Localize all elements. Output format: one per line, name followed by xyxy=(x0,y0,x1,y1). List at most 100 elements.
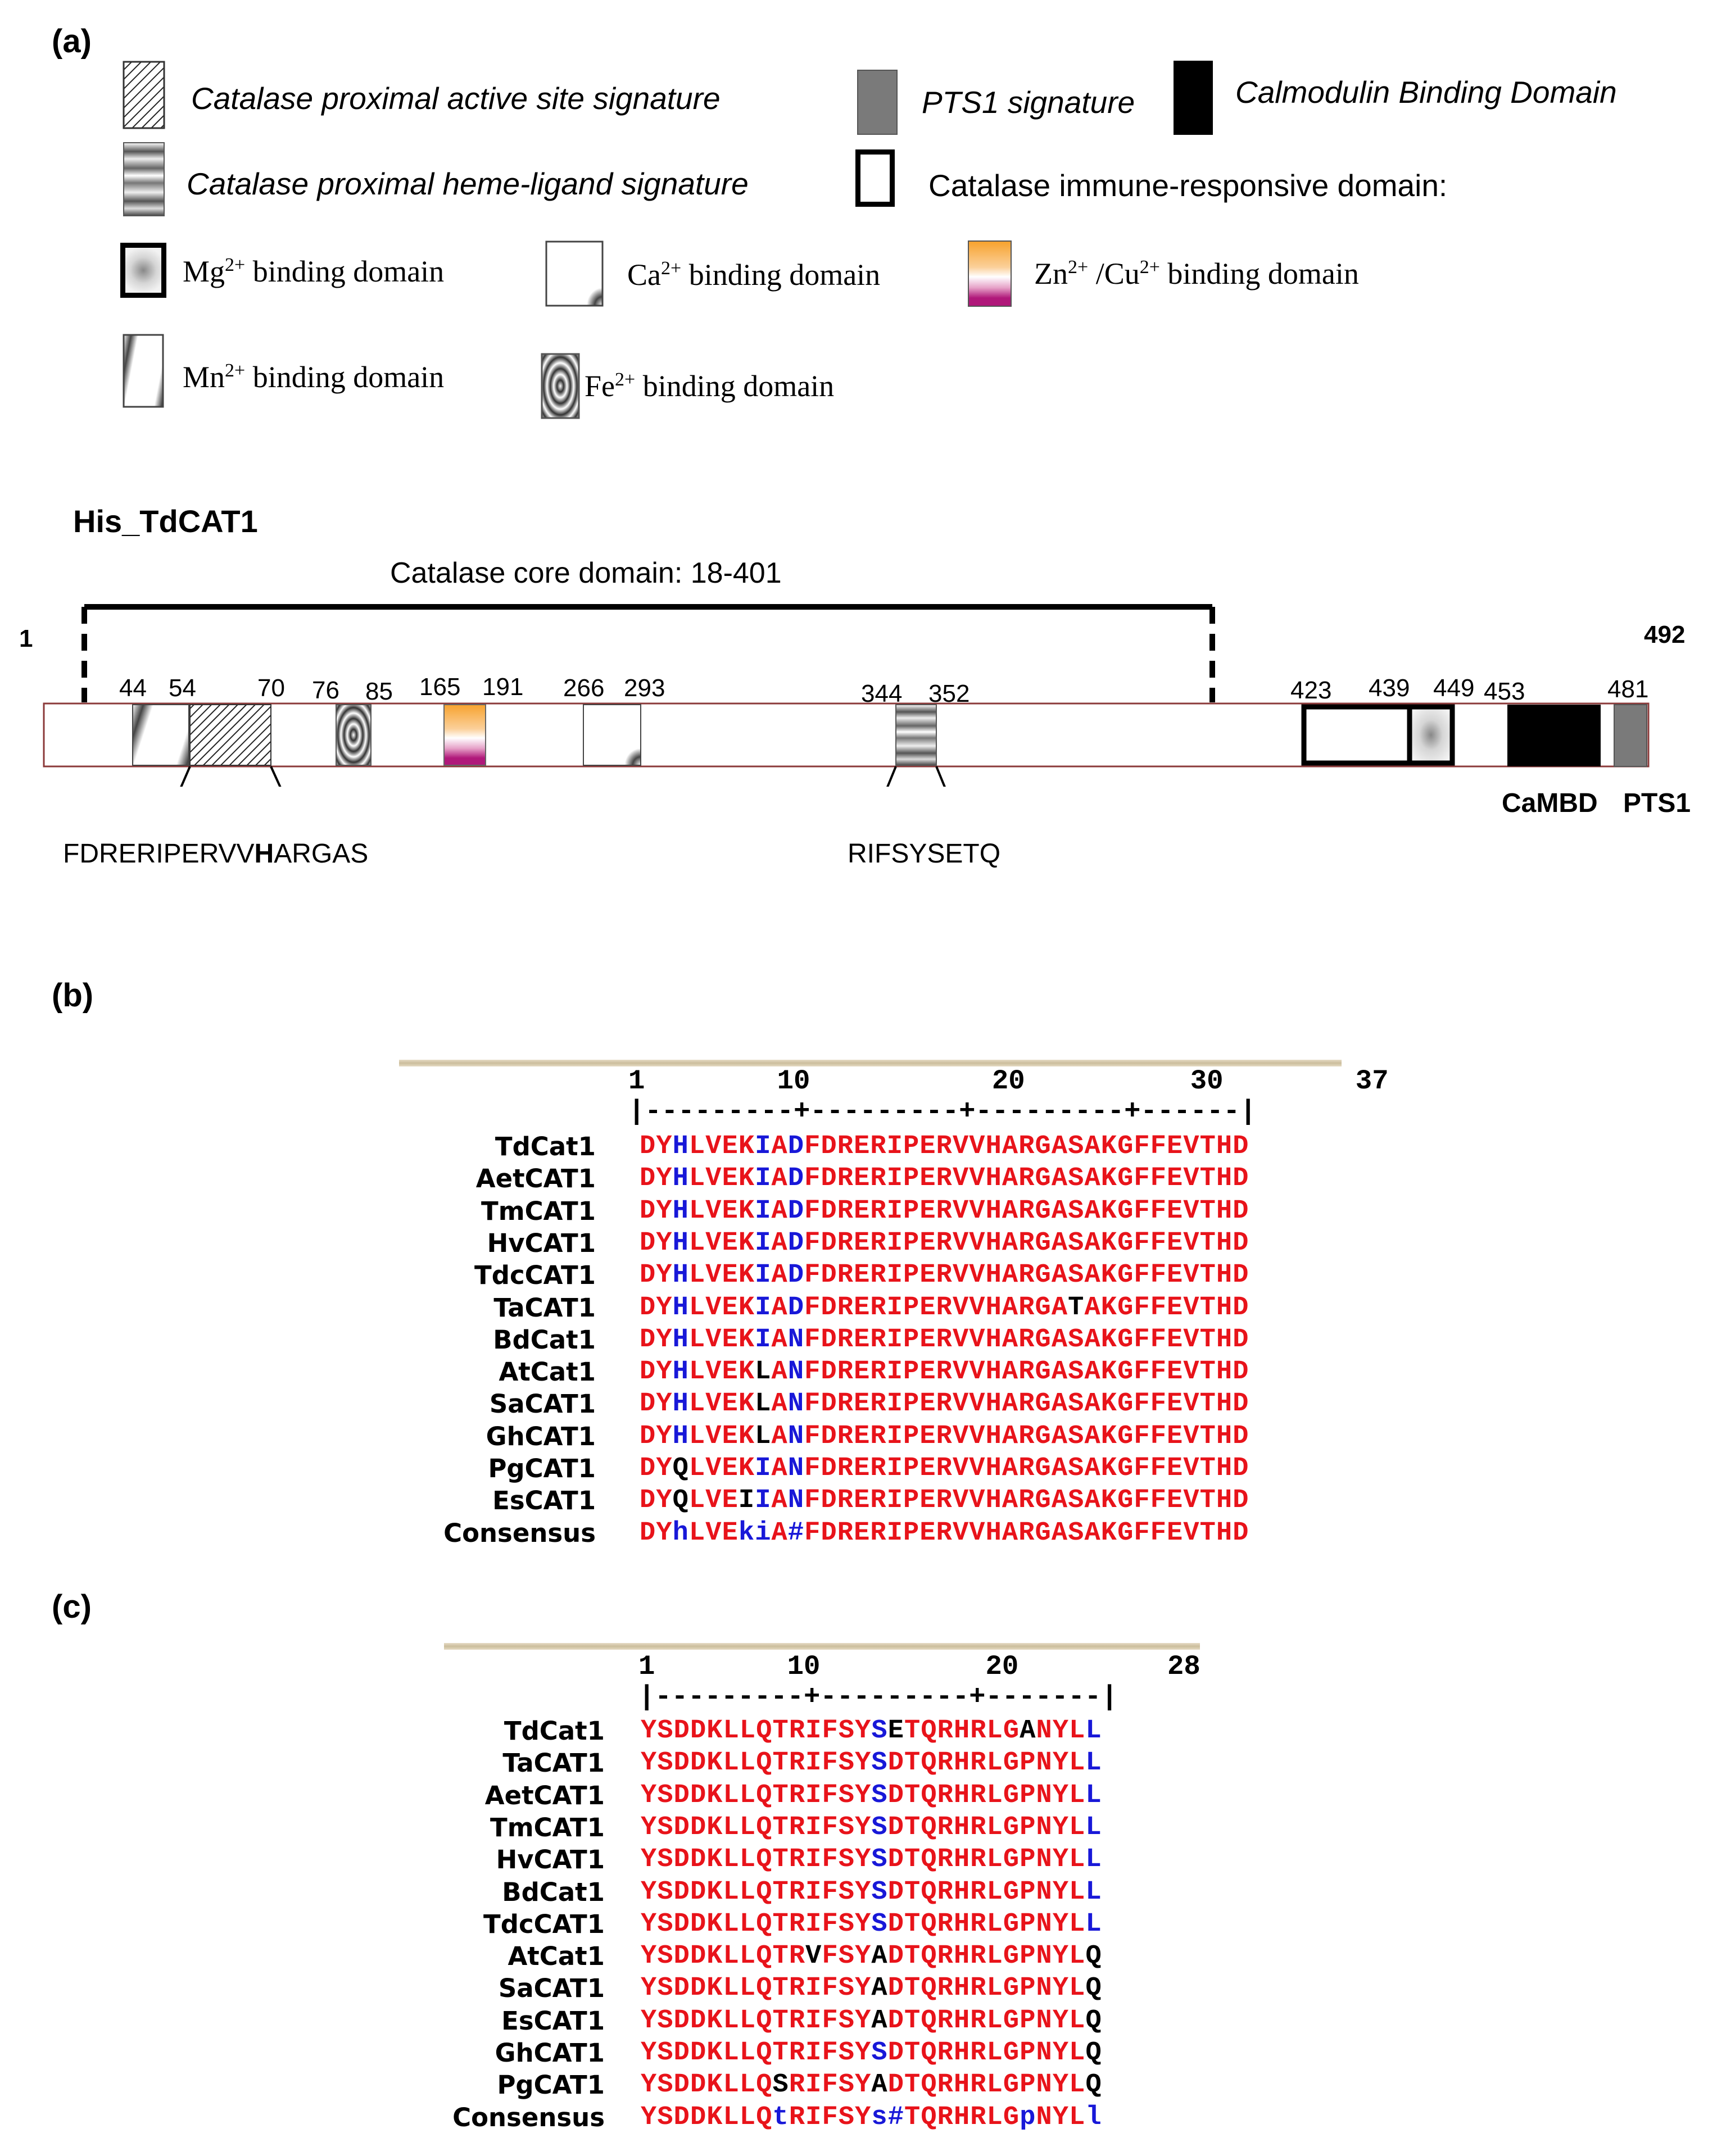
alignment-row-name: TdCat1 xyxy=(504,1716,605,1746)
legend-mg: Mg2+ binding domain xyxy=(183,255,445,288)
panel-a-label: (a) xyxy=(52,23,92,60)
legend-immune: Catalase immune-responsive domain: xyxy=(928,168,1448,203)
legend-pts1: PTS1 signature xyxy=(922,85,1135,120)
alignment-row-sequence: YSDDKLLQSRIFSYADTQRHRLGPNYLQ xyxy=(641,2070,1102,2100)
alignment-row-name: GhCAT1 xyxy=(495,2038,605,2068)
alignment-c-topbar xyxy=(444,1643,1200,1650)
core-domain-bracket xyxy=(81,604,1215,702)
alignment-row-sequence: DYHLVEKIADFDRERIPERVVHARGASAKGFFEVTHD xyxy=(640,1228,1249,1258)
mg-legend-icon xyxy=(120,243,166,298)
panel-b-label: (b) xyxy=(52,977,94,1014)
alignment-b-topbar xyxy=(399,1060,1342,1066)
alignment-row-sequence: DYHLVEKIADFDRERIPERVVHARGASAKGFFEVTHD xyxy=(640,1164,1249,1194)
alignment-row-name: TdcCAT1 xyxy=(474,1260,596,1291)
pos-266: 266 xyxy=(563,674,605,702)
pos-453: 453 xyxy=(1484,678,1525,705)
alignment-row-sequence: YSDDKLLQTRIFSYADTQRHRLGPNYLQ xyxy=(641,2005,1102,2036)
alignment-row-sequence: DYhLVEkiA#FDRERIPERVVHARGASAKGFFEVTHD xyxy=(640,1518,1249,1548)
alignment-row-sequence: DYHLVEKLANFDRERIPERVVHARGASAKGFFEVTHD xyxy=(640,1421,1249,1451)
alignment-row-name: HvCAT1 xyxy=(496,1845,605,1875)
alignment-row-sequence: YSDDKLLQTRIFSYSDTQRHRLGPNYLL xyxy=(641,1845,1102,1875)
alignment-row-name: AtCat1 xyxy=(499,1357,596,1387)
hatched-icon xyxy=(123,61,165,129)
immune-legend-icon xyxy=(855,149,895,207)
alignment-row-sequence: YSDDKLLQTRIFSYADTQRHRLGPNYLQ xyxy=(641,1973,1102,2004)
alignment-row-sequence: YSDDKLLQTRIFSYSETQRHRLGANYLL xyxy=(641,1716,1102,1746)
alignment-row-name: BdCat1 xyxy=(493,1324,596,1355)
alignment-row-name: TmCAT1 xyxy=(490,1812,605,1842)
alignment-row-name: Consensus xyxy=(443,1518,596,1548)
alignment-row-name: EsCAT1 xyxy=(492,1486,596,1516)
pos-191: 191 xyxy=(482,673,524,701)
heme-ligand-icon xyxy=(123,142,165,216)
alignment-row-name: AtCat1 xyxy=(508,1941,605,1972)
alignment-row-name: PgCAT1 xyxy=(497,2070,605,2100)
pos-481: 481 xyxy=(1607,675,1649,703)
legend-fe: Fe2+ binding domain xyxy=(585,369,835,403)
protein-title: His_TdCAT1 xyxy=(73,503,258,539)
alignment-row-sequence: YSDDKLLQTRIFSYSDTQRHRLGPNYLL xyxy=(641,1877,1102,1907)
ca-legend-icon xyxy=(545,240,604,307)
alignment-row-name: TaCAT1 xyxy=(502,1748,605,1778)
alignment-row-sequence: DYQLVEIIANFDRERIPERVVHARGASAKGFFEVTHD xyxy=(640,1486,1249,1516)
calmodulin-legend-icon xyxy=(1174,61,1213,135)
alignment-row-name: BdCat1 xyxy=(502,1877,605,1907)
pos-293: 293 xyxy=(624,674,665,702)
pos-85: 85 xyxy=(365,678,393,705)
alignment-row-name: HvCAT1 xyxy=(487,1228,596,1258)
alignment-row-name: AetCAT1 xyxy=(475,1164,596,1194)
legend-heme-ligand: Catalase proximal heme-ligand signature xyxy=(187,166,749,201)
alignment-c-ruler-numbers: 1 10 20 28 xyxy=(638,1651,1200,1682)
alignment-c: TdCat1 YSDDKLLQTRIFSYSETQRHRLGANYLL TaCAT1… xyxy=(414,1715,1200,2142)
alignment-row-name: PgCAT1 xyxy=(488,1454,596,1483)
alignment-row-sequence: DYHLVEKIADFDRERIPERVVHARGASAKGFFEVTHD xyxy=(640,1132,1249,1161)
motif-heme-ligand: RIFSYSETQ xyxy=(848,839,1001,869)
alignment-b-ruler-line: |---------+---------+---------+------| xyxy=(628,1096,1257,1127)
start-position: 1 xyxy=(19,625,33,652)
alignment-row-sequence: YSDDKLLQTRIFSYSDTQRHRLGPNYLL xyxy=(641,1812,1102,1842)
alignment-row-sequence: DYHLVEKLANFDRERIPERVVHARGASAKGFFEVTHD xyxy=(640,1389,1249,1419)
alignment-row-name: TdcCAT1 xyxy=(483,1909,605,1939)
alignment-row-sequence: DYHLVEKIADFDRERIPERVVHARGASAKGFFEVTHD xyxy=(640,1260,1249,1291)
pos-423: 423 xyxy=(1290,677,1332,704)
core-domain-label: Catalase core domain: 18-401 xyxy=(390,557,782,589)
alignment-row-sequence: DYQLVEKIANFDRERIPERVVHARGASAKGFFEVTHD xyxy=(640,1454,1249,1483)
alignment-row-name: GhCAT1 xyxy=(486,1421,596,1451)
alignment-row-sequence: DYHLVEKLANFDRERIPERVVHARGASAKGFFEVTHD xyxy=(640,1357,1249,1387)
alignment-row-name: SaCAT1 xyxy=(498,1973,605,2004)
legend-zn-cu: Zn2+ /Cu2+ binding domain xyxy=(1034,257,1359,291)
alignment-row-sequence: YSDDKLLQtRIFSYs#TQRHRLGpNYLl xyxy=(641,2102,1102,2132)
alignment-b-ruler-numbers: 1 10 20 30 37 xyxy=(628,1065,1389,1097)
alignment-row-name: EsCAT1 xyxy=(501,2005,605,2036)
legend-calmodulin: Calmodulin Binding Domain xyxy=(1235,75,1617,110)
alignment-row-name: AetCAT1 xyxy=(484,1780,605,1810)
fe-legend-icon xyxy=(541,353,580,419)
alignment-row-sequence: DYHLVEKIANFDRERIPERVVHARGASAKGFFEVTHD xyxy=(640,1324,1249,1355)
legend-proximal-active: Catalase proximal active site signature xyxy=(191,81,721,116)
pos-54: 54 xyxy=(169,674,196,702)
pos-449: 449 xyxy=(1433,674,1475,702)
cambd-label: CaMBD xyxy=(1502,788,1598,818)
pos-70: 70 xyxy=(257,674,285,702)
alignment-c-ruler-line: |---------+---------+-------| xyxy=(638,1681,1118,1713)
pos-165: 165 xyxy=(419,673,461,701)
alignment-row-name: Consensus xyxy=(452,2102,605,2132)
alignment-row-sequence: YSDDKLLQTRIFSYSDTQRHRLGPNYLQ xyxy=(641,2038,1102,2068)
alignment-row-name: TmCAT1 xyxy=(481,1196,596,1226)
legend-ca: Ca2+ binding domain xyxy=(627,258,881,292)
motif-active-site: FDRERIPERVVHARGAS xyxy=(63,839,369,869)
end-position: 492 xyxy=(1644,621,1686,648)
pts1-label: PTS1 xyxy=(1623,788,1691,818)
alignment-row-sequence: YSDDKLLQTRIFSYSDTQRHRLGPNYLL xyxy=(641,1748,1102,1778)
mn-legend-icon xyxy=(123,334,164,408)
pts1-legend-icon xyxy=(857,70,898,135)
alignment-row-sequence: YSDDKLLQTRIFSYSDTQRHRLGPNYLL xyxy=(641,1780,1102,1810)
pos-44: 44 xyxy=(119,674,147,702)
alignment-row-sequence: YSDDKLLQTRVFSYADTQRHRLGPNYLQ xyxy=(641,1941,1102,1972)
alignment-row-sequence: DYHLVEKIADFDRERIPERVVHARGASAKGFFEVTHD xyxy=(640,1196,1249,1226)
legend-mn: Mn2+ binding domain xyxy=(183,360,445,394)
alignment-row-sequence: YSDDKLLQTRIFSYSDTQRHRLGPNYLL xyxy=(641,1909,1102,1939)
zn-cu-legend-icon xyxy=(968,240,1012,307)
pos-439: 439 xyxy=(1369,674,1410,702)
alignment-row-name: TaCAT1 xyxy=(493,1292,596,1323)
